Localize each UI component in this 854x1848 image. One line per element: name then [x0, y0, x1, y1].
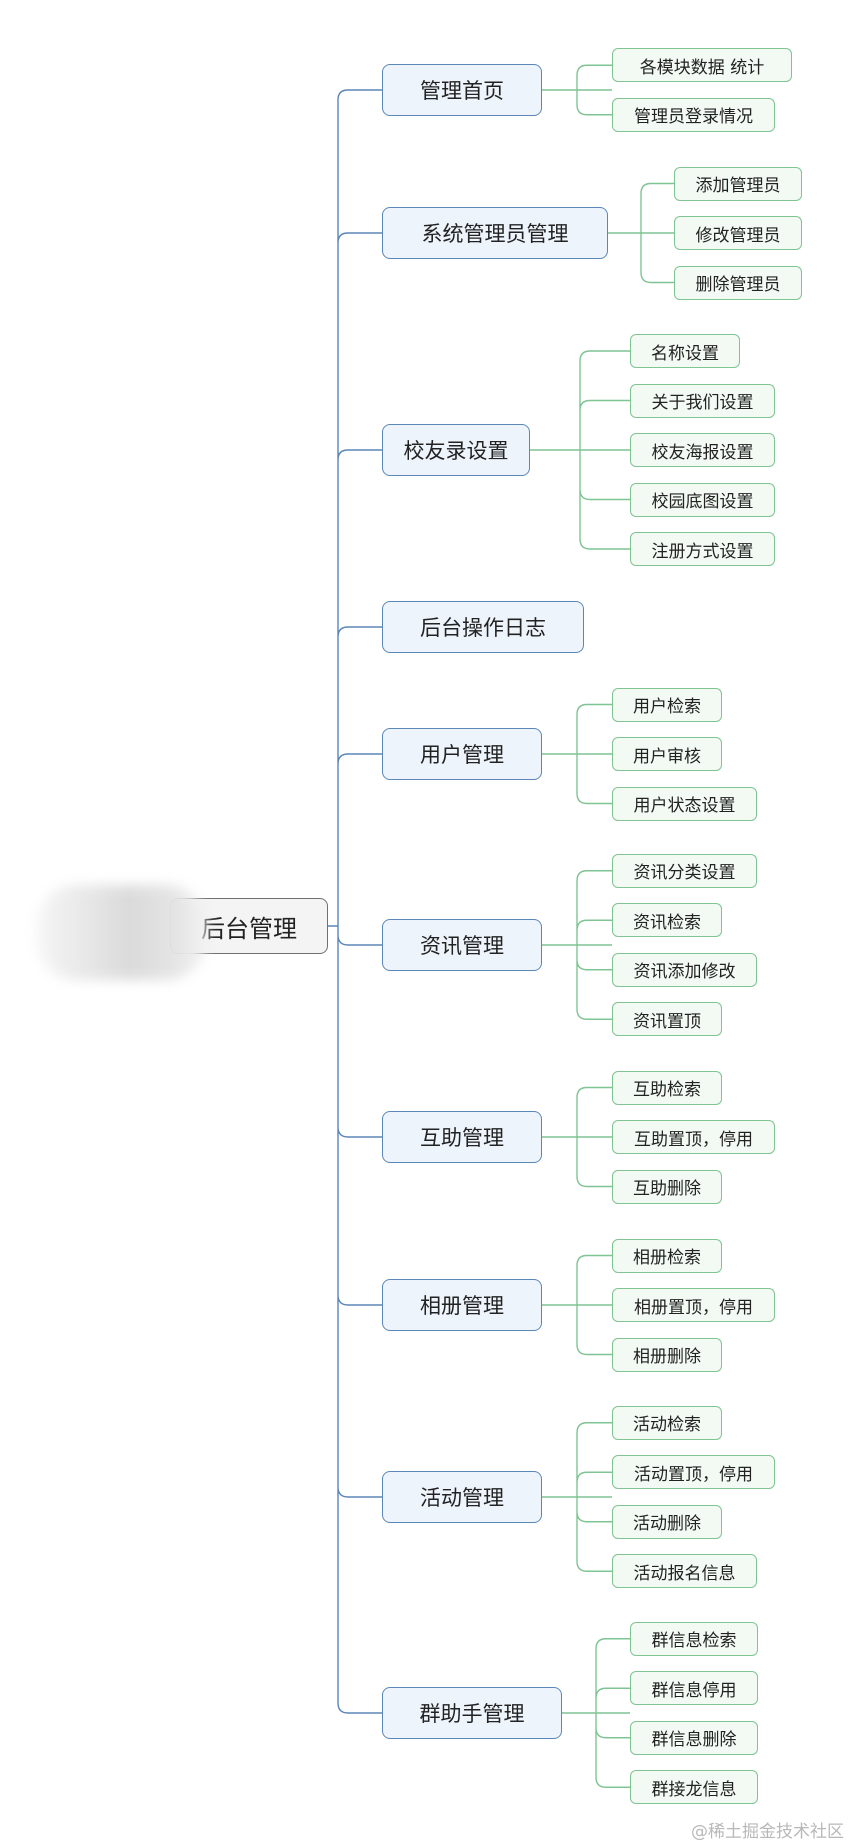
leaf-node[interactable]: 添加管理员 — [674, 166, 802, 201]
leaf-connector-9 — [562, 1638, 630, 1788]
leaf-node[interactable]: 相册检索 — [612, 1238, 722, 1273]
leaf-connector-4 — [542, 703, 612, 805]
branch-node[interactable]: 系统管理员管理 — [382, 207, 608, 259]
leaf-connector-5 — [542, 870, 612, 1020]
leaf-node[interactable]: 校园底图设置 — [630, 482, 775, 517]
leaf-connector-0 — [542, 64, 612, 116]
leaf-connector-1 — [608, 182, 674, 284]
leaf-node[interactable]: 管理员登录情况 — [612, 97, 775, 132]
branch-node[interactable]: 相册管理 — [382, 1279, 542, 1331]
leaf-node[interactable]: 活动删除 — [612, 1504, 722, 1539]
blurred-redaction — [36, 885, 206, 980]
leaf-node[interactable]: 名称设置 — [630, 334, 740, 368]
leaf-node[interactable]: 互助检索 — [612, 1070, 722, 1105]
branch-node[interactable]: 互助管理 — [382, 1111, 542, 1163]
leaf-connector-2 — [530, 350, 630, 550]
branch-node[interactable]: 管理首页 — [382, 64, 542, 116]
leaf-node[interactable]: 活动置顶，停用 — [612, 1455, 775, 1490]
leaf-node[interactable]: 活动报名信息 — [612, 1554, 757, 1589]
leaf-node[interactable]: 资讯分类设置 — [612, 853, 757, 888]
branch-node[interactable]: 群助手管理 — [382, 1687, 562, 1739]
leaf-node[interactable]: 相册置顶，停用 — [612, 1288, 775, 1322]
leaf-node[interactable]: 相册删除 — [612, 1337, 722, 1372]
leaf-node[interactable]: 资讯置顶 — [612, 1002, 722, 1037]
leaf-node[interactable]: 修改管理员 — [674, 216, 802, 250]
leaf-node[interactable]: 群信息检索 — [630, 1621, 758, 1656]
leaf-node[interactable]: 互助删除 — [612, 1169, 722, 1204]
branch-node[interactable]: 资讯管理 — [382, 919, 542, 971]
branch-node[interactable]: 校友录设置 — [382, 424, 530, 476]
leaf-node[interactable]: 群信息删除 — [630, 1720, 758, 1755]
leaf-node[interactable]: 各模块数据 统计 — [612, 48, 792, 83]
leaf-connector-8 — [542, 1422, 612, 1572]
leaf-node[interactable]: 用户状态设置 — [612, 786, 757, 821]
leaf-node[interactable]: 活动检索 — [612, 1405, 722, 1440]
leaf-node[interactable]: 群信息停用 — [630, 1671, 758, 1706]
leaf-connector-6 — [542, 1086, 612, 1188]
branch-node[interactable]: 后台操作日志 — [382, 601, 584, 653]
leaf-connector-7 — [542, 1254, 612, 1356]
watermark: @稀土掘金技术社区 — [691, 1822, 844, 1842]
leaf-node[interactable]: 用户检索 — [612, 687, 722, 722]
branch-node[interactable]: 用户管理 — [382, 728, 542, 780]
branch-node[interactable]: 活动管理 — [382, 1471, 542, 1523]
leaf-node[interactable]: 用户审核 — [612, 737, 722, 771]
leaf-node[interactable]: 校友海报设置 — [630, 433, 775, 467]
trunk-connector — [328, 89, 382, 1714]
leaf-node[interactable]: 注册方式设置 — [630, 532, 775, 566]
leaf-node[interactable]: 互助置顶，停用 — [612, 1120, 775, 1154]
leaf-node[interactable]: 删除管理员 — [674, 265, 802, 300]
leaf-node[interactable]: 关于我们设置 — [630, 383, 775, 418]
leaf-node[interactable]: 资讯检索 — [612, 903, 722, 938]
leaf-node[interactable]: 资讯添加修改 — [612, 952, 757, 987]
leaf-node[interactable]: 群接龙信息 — [630, 1770, 758, 1805]
